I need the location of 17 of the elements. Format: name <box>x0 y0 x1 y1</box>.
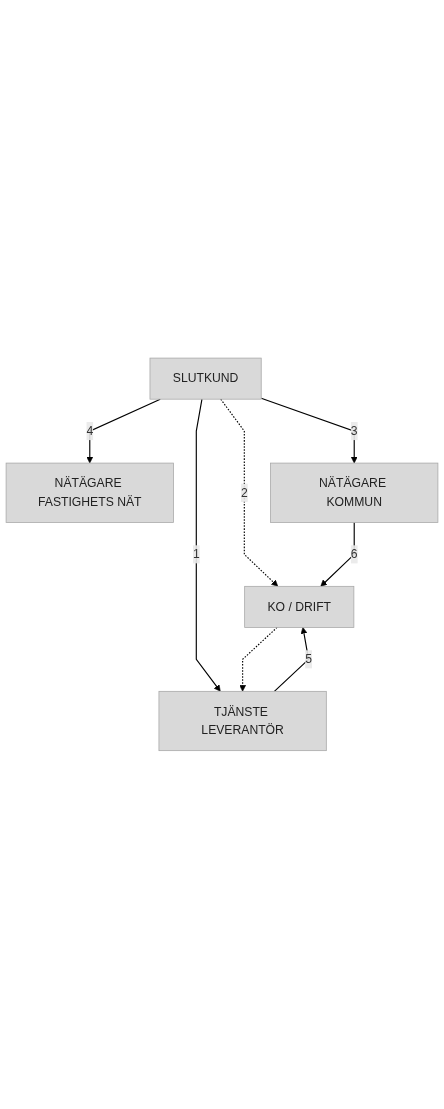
node-box: SLUTKUND <box>149 357 262 400</box>
node-box: NÄTÄGARE FASTIGHETS NÄT <box>5 462 174 523</box>
arrow <box>239 626 278 692</box>
arrow <box>86 398 161 464</box>
edge-label: 3 <box>350 424 358 438</box>
arrow <box>320 521 355 587</box>
edge-label: 5 <box>305 652 312 666</box>
arrow <box>195 398 221 692</box>
node-box: KO / DRIFT <box>244 586 355 628</box>
node-box: TJÄNSTE LEVERANTÖR <box>158 691 327 752</box>
edge-label: 4 <box>86 424 94 438</box>
edge-label: 6 <box>350 547 358 561</box>
arrow <box>260 397 358 464</box>
arrow <box>273 627 310 693</box>
edge-label: 1 <box>192 547 200 561</box>
node-box: NÄTÄGARE KOMMUN <box>270 462 439 523</box>
edge-label: 2 <box>240 486 248 499</box>
